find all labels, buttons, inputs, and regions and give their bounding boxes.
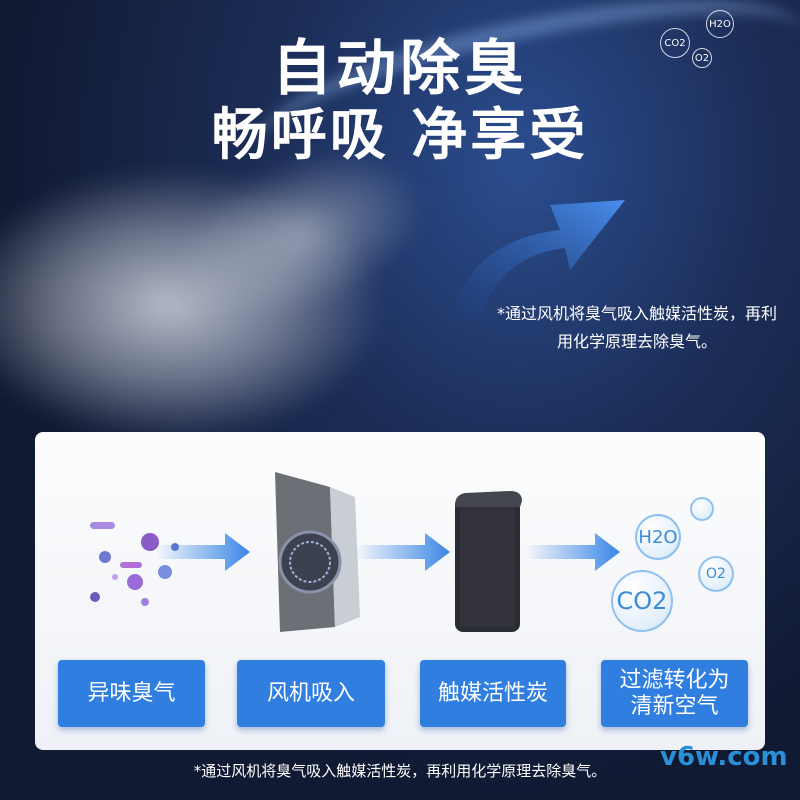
o2-bubble: O2 [698,556,734,592]
subheadline: 畅呼吸 净享受 [211,103,589,168]
watermark: v6w.com [660,742,788,772]
step-clean-air: 过滤转化为清新空气 [601,660,748,727]
h2o-molecule: H2O [706,10,734,38]
flow-arrow-icon [355,533,450,571]
step-fan-intake: 风机吸入 [237,660,385,727]
o2-molecule: O2 [692,48,712,68]
step-odor: 异味臭气 [58,660,205,727]
flow-arrow-icon [525,533,620,571]
side-note: *通过风机将臭气吸入触媒活性炭，再利用化学原理去除臭气。 [496,304,777,351]
flow-arrow-icon [155,533,250,571]
co2-bubble: CO2 [611,570,673,632]
fan-unit-icon [275,472,360,632]
small-bubble [690,497,714,521]
co2-molecule: CO2 [660,28,690,58]
bacteria-icon [90,522,179,606]
h2o-bubble: H2O [635,514,681,560]
curved-arrow-icon [450,200,625,320]
process-card: H2O O2 CO2 异味臭气 风机吸入 触媒活性炭 过滤转化为清新空气 [35,432,765,750]
headline: 自动除臭 [272,34,528,104]
footer-note: *通过风机将臭气吸入触媒活性炭，再利用化学原理去除臭气。 [193,762,607,780]
step-activated-carbon: 触媒活性炭 [420,660,566,727]
carbon-filter-icon [455,491,522,632]
